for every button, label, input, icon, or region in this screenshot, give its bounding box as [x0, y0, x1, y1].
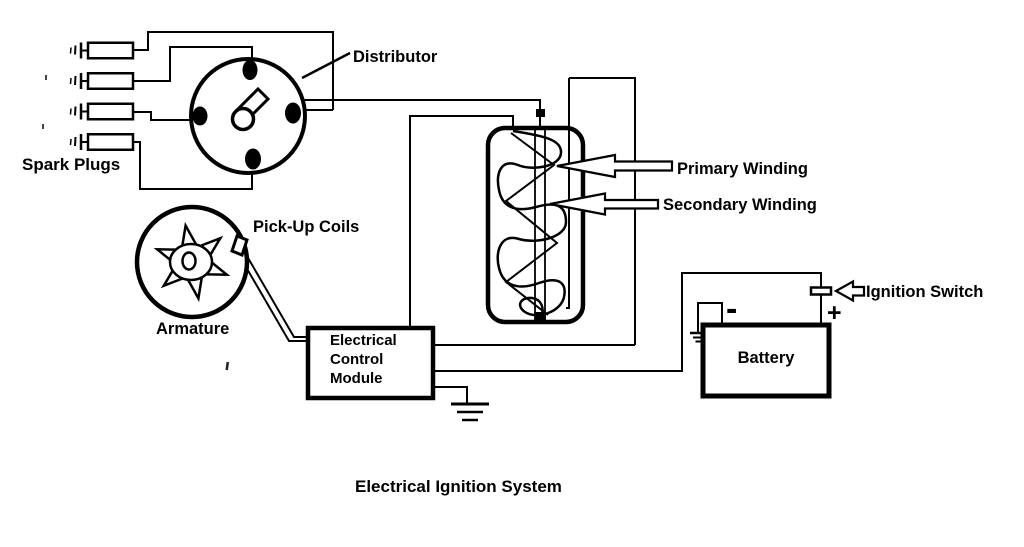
terminal-bottom	[245, 148, 261, 170]
stray-marks	[42, 75, 230, 371]
coil-passthrough-wire	[566, 78, 570, 309]
battery-label: Battery	[738, 349, 796, 367]
ecm-box	[305, 325, 436, 401]
coil-terminal-top-dot	[536, 109, 545, 117]
wire-coil-to-ecm-top	[409, 115, 514, 328]
armature-label: Armature	[156, 320, 229, 338]
pickup-wire-inner	[243, 250, 308, 338]
battery-box	[700, 322, 832, 399]
distributor-label: Distributor	[353, 48, 438, 66]
coil-terminal-bottom-dot	[535, 312, 546, 320]
wire-distributor-to-coil	[303, 99, 541, 128]
electrical-control-module: Electrical Control Module	[305, 325, 436, 401]
distributor-pointer-line	[301, 51, 351, 80]
secondary-winding-label: Secondary Winding	[663, 196, 817, 214]
battery-minus-sign: -	[726, 290, 737, 328]
winding-strand	[504, 132, 559, 316]
wire-battery-negative	[697, 302, 723, 333]
battery-plus-sign: +	[827, 299, 842, 327]
distributor	[189, 57, 307, 175]
terminal-top	[242, 60, 258, 80]
terminal-left	[192, 106, 208, 126]
battery: Battery - +	[700, 286, 842, 399]
coil-outer-box-top	[569, 77, 636, 345]
wire-ecm-to-ground	[433, 386, 468, 404]
wire-plug3-to-distributor	[133, 111, 193, 121]
wire-plug4-to-distributor	[133, 141, 253, 190]
ignition-switch-label: Ignition Switch	[866, 283, 983, 301]
spark-plug-4	[69, 133, 135, 151]
spark-plugs-label: Spark Plugs	[22, 155, 120, 174]
ignition-coil	[485, 78, 586, 325]
armature-shaft-hole	[181, 251, 197, 271]
ecm-label-line2: Control	[330, 351, 383, 368]
spark-plugs	[69, 41, 135, 151]
ecm-label-line1: Electrical	[330, 332, 397, 349]
wire-plug2-to-distributor	[133, 46, 253, 82]
spark-plug-3	[69, 102, 135, 121]
ecm-ground-icon	[451, 402, 489, 422]
terminal-right	[285, 102, 301, 124]
callout-arrows	[549, 153, 866, 303]
spark-plug-1	[69, 41, 135, 60]
armature	[134, 204, 250, 320]
ignition-switch-arrow-icon	[833, 279, 866, 303]
ignition-switch-contact	[809, 286, 833, 296]
secondary-winding-arrow-icon	[549, 192, 660, 216]
rotor-hub	[230, 106, 256, 132]
primary-winding-label: Primary Winding	[677, 160, 808, 178]
winding-coil-path	[496, 129, 568, 318]
wire-plug1-to-distributor	[133, 31, 334, 110]
pick-up-coils-label: Pick-Up Coils	[253, 218, 359, 236]
primary-winding-arrow-icon	[556, 153, 674, 179]
pickup-wire-outer	[238, 254, 308, 342]
diagram-title: Electrical Ignition System	[355, 477, 562, 496]
spark-plug-2	[69, 72, 135, 90]
pickup-coil-sensor	[230, 234, 249, 257]
ecm-label-line3: Module	[330, 370, 383, 387]
